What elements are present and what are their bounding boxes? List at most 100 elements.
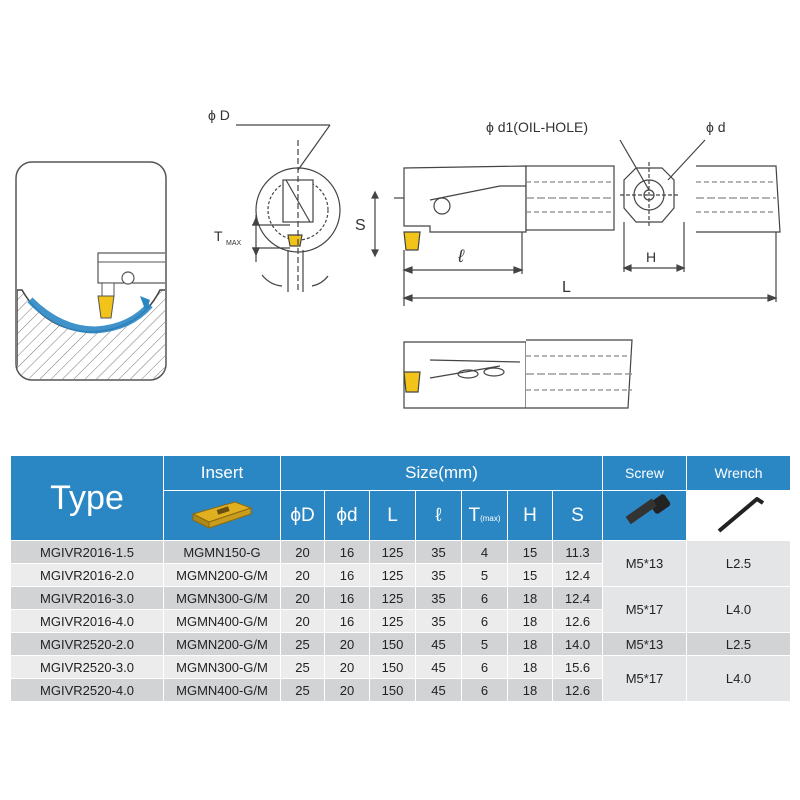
type-cell: MGIVR2520-4.0 (10, 678, 164, 702)
wrench-image (686, 490, 791, 541)
screw-cell: M5*17 (602, 586, 687, 633)
size-cell-S: 12.6 (552, 609, 603, 633)
size-cell-d: 16 (324, 540, 370, 564)
size-cell-d: 16 (324, 609, 370, 633)
size-cell-L: 150 (369, 678, 416, 702)
size-header: Size(mm) (280, 455, 603, 491)
size-cell-S: 12.4 (552, 563, 603, 587)
size-cell-d: 20 (324, 632, 370, 656)
size-cell-H: 18 (507, 678, 553, 702)
bar-segment-view (696, 165, 781, 233)
col-T: T(max) (461, 490, 508, 541)
size-cell-S: 14.0 (552, 632, 603, 656)
top-view (403, 339, 633, 409)
screw-image (602, 490, 687, 541)
size-cell-D: 20 (280, 563, 325, 587)
wrench-cell: L2.5 (686, 540, 791, 587)
insert-icon (191, 501, 253, 529)
size-cell-l: 35 (415, 540, 462, 564)
label-t-max: T (214, 228, 223, 244)
size-cell-L: 125 (369, 609, 416, 633)
label-phi-d1: ϕ d1(OIL-HOLE) (486, 119, 588, 135)
label-l: L (562, 279, 571, 296)
screw-header: Screw (602, 455, 687, 491)
size-cell-d: 16 (324, 586, 370, 610)
size-cell-d: 16 (324, 563, 370, 587)
size-cell-H: 18 (507, 655, 553, 679)
col-d: ϕd (324, 490, 370, 541)
wrench-cell: L4.0 (686, 655, 791, 702)
insert-image (163, 490, 281, 541)
specification-table: Type Insert Size(mm) Screw Wrench ϕD ϕd … (10, 455, 791, 702)
screw-cell: M5*13 (602, 632, 687, 656)
col-ell: ℓ (415, 490, 462, 541)
size-cell-S: 12.6 (552, 678, 603, 702)
size-cell-S: 12.4 (552, 586, 603, 610)
size-cell-S: 11.3 (552, 540, 603, 564)
insert-cell: MGMN200-G/M (163, 563, 281, 587)
label-ell: ℓ (457, 246, 465, 266)
insert-cell: MGMN150-G (163, 540, 281, 564)
insert-header: Insert (163, 455, 281, 491)
size-cell-D: 25 (280, 655, 325, 679)
technical-drawing: ϕ D T MAX S ℓ L (15, 107, 781, 409)
col-L: L (369, 490, 416, 541)
side-view (371, 165, 778, 306)
size-cell-l: 45 (415, 632, 462, 656)
type-cell: MGIVR2016-3.0 (10, 586, 164, 610)
size-cell-T: 6 (461, 678, 508, 702)
workpiece-illustration (15, 161, 167, 381)
size-cell-T: 6 (461, 609, 508, 633)
size-cell-L: 150 (369, 655, 416, 679)
insert-cell: MGMN400-G/M (163, 609, 281, 633)
size-cell-l: 35 (415, 609, 462, 633)
insert-cell: MGMN400-G/M (163, 678, 281, 702)
end-view-detail (236, 124, 341, 292)
size-cell-D: 20 (280, 540, 325, 564)
insert-cell: MGMN300-G/M (163, 586, 281, 610)
section-view (619, 139, 706, 272)
size-cell-D: 25 (280, 632, 325, 656)
wrench-cell: L4.0 (686, 586, 791, 633)
col-S: S (552, 490, 603, 541)
label-s: S (355, 217, 366, 234)
size-cell-l: 35 (415, 586, 462, 610)
wrench-icon (717, 497, 764, 533)
size-cell-T: 6 (461, 586, 508, 610)
size-cell-T: 5 (461, 632, 508, 656)
size-cell-l: 45 (415, 678, 462, 702)
screw-cell: M5*17 (602, 655, 687, 702)
insert-cell: MGMN200-G/M (163, 632, 281, 656)
size-cell-D: 25 (280, 678, 325, 702)
wrench-header: Wrench (686, 455, 791, 491)
size-cell-H: 15 (507, 540, 553, 564)
type-cell: MGIVR2520-2.0 (10, 632, 164, 656)
size-cell-H: 15 (507, 563, 553, 587)
size-cell-T: 6 (461, 655, 508, 679)
type-cell: MGIVR2016-4.0 (10, 609, 164, 633)
label-phi-d: ϕ d (706, 119, 726, 135)
screw-icon (625, 494, 670, 525)
col-D: ϕD (280, 490, 325, 541)
type-cell: MGIVR2016-1.5 (10, 540, 164, 564)
label-phi-D: ϕ D (208, 107, 230, 123)
size-cell-T: 4 (461, 540, 508, 564)
size-cell-L: 150 (369, 632, 416, 656)
size-cell-H: 18 (507, 609, 553, 633)
size-cell-T: 5 (461, 563, 508, 587)
label-t-max-sub: MAX (226, 240, 242, 247)
label-h: H (646, 249, 656, 265)
size-cell-S: 15.6 (552, 655, 603, 679)
size-cell-L: 125 (369, 586, 416, 610)
size-cell-H: 18 (507, 586, 553, 610)
size-cell-d: 20 (324, 655, 370, 679)
size-cell-D: 20 (280, 609, 325, 633)
type-cell: MGIVR2520-3.0 (10, 655, 164, 679)
size-cell-D: 20 (280, 586, 325, 610)
wrench-cell: L2.5 (686, 632, 791, 656)
